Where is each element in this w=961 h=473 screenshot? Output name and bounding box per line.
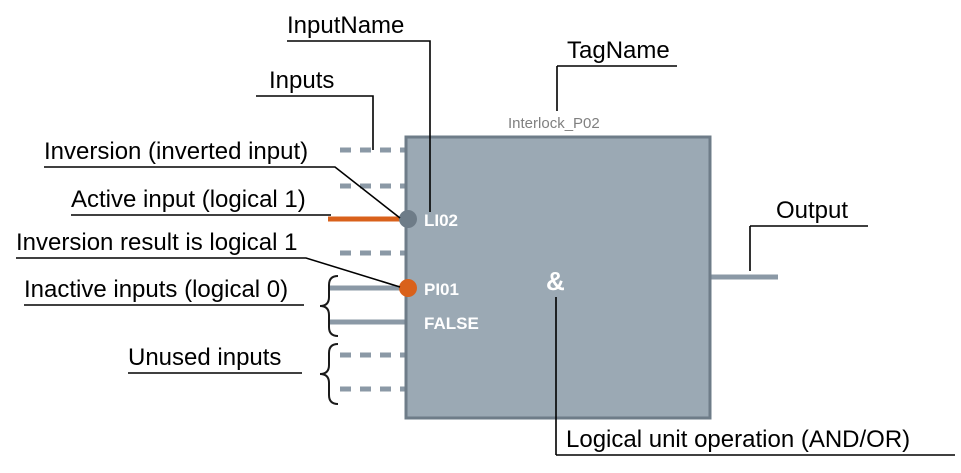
annotation-output: Output bbox=[776, 197, 848, 224]
annotation-logical-unit: Logical unit operation (AND/OR) bbox=[566, 426, 910, 453]
annotation-active-input: Active input (logical 1) bbox=[71, 186, 306, 213]
annotation-unused-inputs: Unused inputs bbox=[128, 344, 281, 371]
pin-li02[interactable] bbox=[399, 210, 417, 228]
annotation-input-name: InputName bbox=[287, 12, 404, 39]
brace-inactive-inputs bbox=[319, 275, 339, 337]
leader-inversion-result bbox=[16, 257, 401, 288]
tag-name-value: Interlock_P02 bbox=[508, 115, 600, 132]
leader-input-name bbox=[287, 40, 431, 212]
leader-output bbox=[749, 225, 868, 271]
annotation-inversion: Inversion (inverted input) bbox=[44, 138, 308, 165]
input-wires bbox=[328, 147, 412, 392]
function-block-body[interactable] bbox=[404, 135, 712, 420]
operation-symbol: & bbox=[546, 266, 565, 296]
brace-unused-inputs bbox=[319, 343, 339, 405]
leader-logical-unit bbox=[555, 297, 955, 456]
annotation-inputs: Inputs bbox=[269, 67, 334, 94]
pin-pi01[interactable] bbox=[399, 279, 417, 297]
annotation-inversion-result: Inversion result is logical 1 bbox=[16, 229, 297, 256]
leader-tag-name bbox=[556, 65, 677, 111]
annotation-tag-name: TagName bbox=[567, 37, 670, 64]
block-input-label-false: FALSE bbox=[424, 314, 479, 333]
annotation-inactive-inputs: Inactive inputs (logical 0) bbox=[24, 276, 288, 303]
leader-inputs bbox=[256, 95, 374, 150]
leader-inversion bbox=[44, 166, 401, 219]
block-input-label-li02: LI02 bbox=[424, 211, 458, 230]
block-input-label-pi01: PI01 bbox=[424, 280, 459, 299]
